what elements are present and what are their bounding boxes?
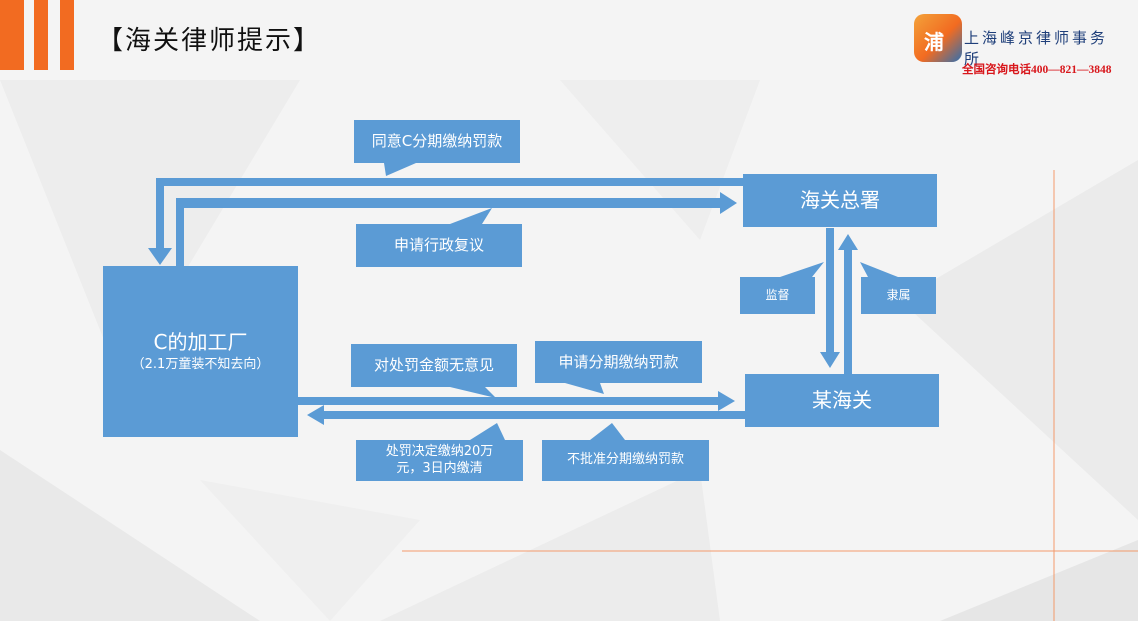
callout-tail <box>860 262 898 277</box>
callout-apply-installment: 申请分期缴纳罚款 <box>535 341 702 383</box>
accent-bar <box>34 0 48 70</box>
node-customs-hq: 海关总署 <box>743 174 937 227</box>
logo-badge: 浦 <box>914 14 962 62</box>
callout-tail <box>470 423 505 440</box>
callout-tail <box>384 163 416 176</box>
callout-supervise: 监督 <box>740 277 815 314</box>
accent-bar <box>0 0 24 70</box>
callout-tail <box>590 423 625 440</box>
callout-apply-review: 申请行政复议 <box>356 224 522 267</box>
callout-subordinate: 隶属 <box>861 277 936 314</box>
arrow-local-to-hq <box>838 234 858 374</box>
callout-tail <box>565 383 604 394</box>
callout-tail <box>780 262 824 277</box>
logo-glyph: 浦 <box>924 30 944 54</box>
firm-name: 上海峰京律师事务所 <box>964 29 1109 68</box>
arrow-local-to-factory <box>307 405 745 425</box>
arrow-hq-to-local <box>820 228 840 368</box>
callout-tail <box>450 387 496 398</box>
firm-phone: 全国咨询电话400—821—3848 <box>962 64 1112 76</box>
page-title: 【海关律师提示】 <box>97 26 322 56</box>
arrow-factory-to-hq <box>176 192 737 266</box>
callout-deny-installment: 不批准分期缴纳罚款 <box>542 440 709 481</box>
node-factory: C的加工厂 （2.1万童装不知去向） <box>103 266 298 437</box>
callout-no-objection: 对处罚金额无意见 <box>351 344 517 387</box>
node-factory-label: C的加工厂 <box>153 329 248 354</box>
callout-tail <box>450 208 492 224</box>
node-factory-sub: （2.1万童装不知去向） <box>131 356 270 372</box>
callout-penalty-decision: 处罚决定缴纳20万元，3日内缴清 <box>356 440 523 481</box>
arrow-factory-to-local <box>298 391 735 411</box>
node-local-customs: 某海关 <box>745 374 939 427</box>
callout-agree-installment: 同意C分期缴纳罚款 <box>354 120 520 163</box>
accent-bar <box>60 0 74 70</box>
firm-logo: 浦 上海峰京律师事务所 全国咨询电话400—821—3848 <box>914 14 1124 80</box>
